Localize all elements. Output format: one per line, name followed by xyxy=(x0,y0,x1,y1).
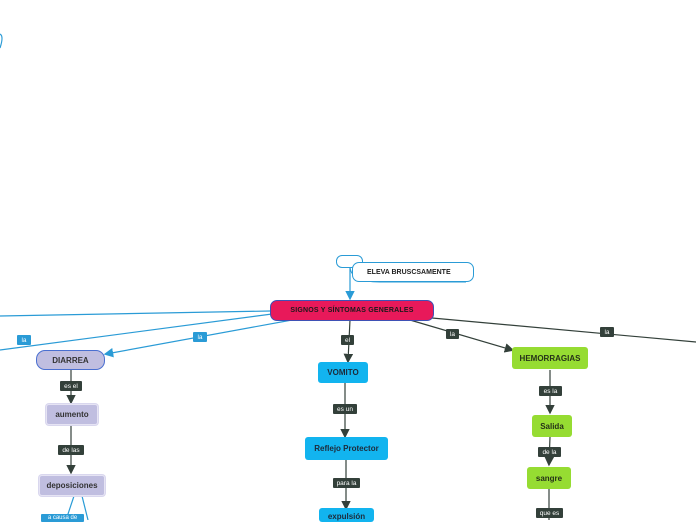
hemorragias-node[interactable]: HEMORRAGIAS xyxy=(512,347,588,369)
top-node[interactable]: ELEVA BRUSCSAMENTE xyxy=(352,262,474,282)
link-label-diarrea: la xyxy=(193,332,207,342)
sangre-node[interactable]: sangre xyxy=(527,467,571,489)
link-label-de-la: de la xyxy=(538,447,561,457)
link-label-de-las: de las xyxy=(58,445,84,455)
link-label-hemorragias: la xyxy=(446,329,459,339)
aumento-node[interactable]: aumento xyxy=(46,404,98,425)
link-label-a-causa-de: a causa de xyxy=(41,514,84,522)
diarrea-node[interactable]: DIARREA xyxy=(36,350,105,370)
connector-right xyxy=(431,317,696,343)
link-label-es-el: es el xyxy=(60,381,82,391)
link-label-es-un: es un xyxy=(333,404,357,414)
vomito-node[interactable]: VOMITO xyxy=(318,362,368,383)
link-label-right: la xyxy=(600,327,614,337)
offscreen-node-edge xyxy=(0,33,3,49)
central-topic[interactable]: SIGNOS Y SÍNTOMAS GENERALES xyxy=(270,300,434,321)
link-label-es-la: es la xyxy=(539,386,562,396)
connector-hemorragias xyxy=(409,319,515,353)
link-label-left: la xyxy=(17,335,31,345)
connector-left-top xyxy=(0,310,271,317)
connector-diarrea-4 xyxy=(81,495,89,520)
salida-node[interactable]: Salida xyxy=(532,415,572,437)
link-label-vomito: el xyxy=(341,335,354,345)
link-label-para-la: para la xyxy=(333,478,360,488)
reflejo-protector-node[interactable]: Reflejo Protector xyxy=(305,437,388,460)
deposiciones-node[interactable]: deposiciones xyxy=(39,475,105,496)
expulsion-node[interactable]: expulsión xyxy=(319,508,374,522)
connector-left-la xyxy=(0,313,273,351)
link-label-que-es: que es xyxy=(536,508,563,518)
